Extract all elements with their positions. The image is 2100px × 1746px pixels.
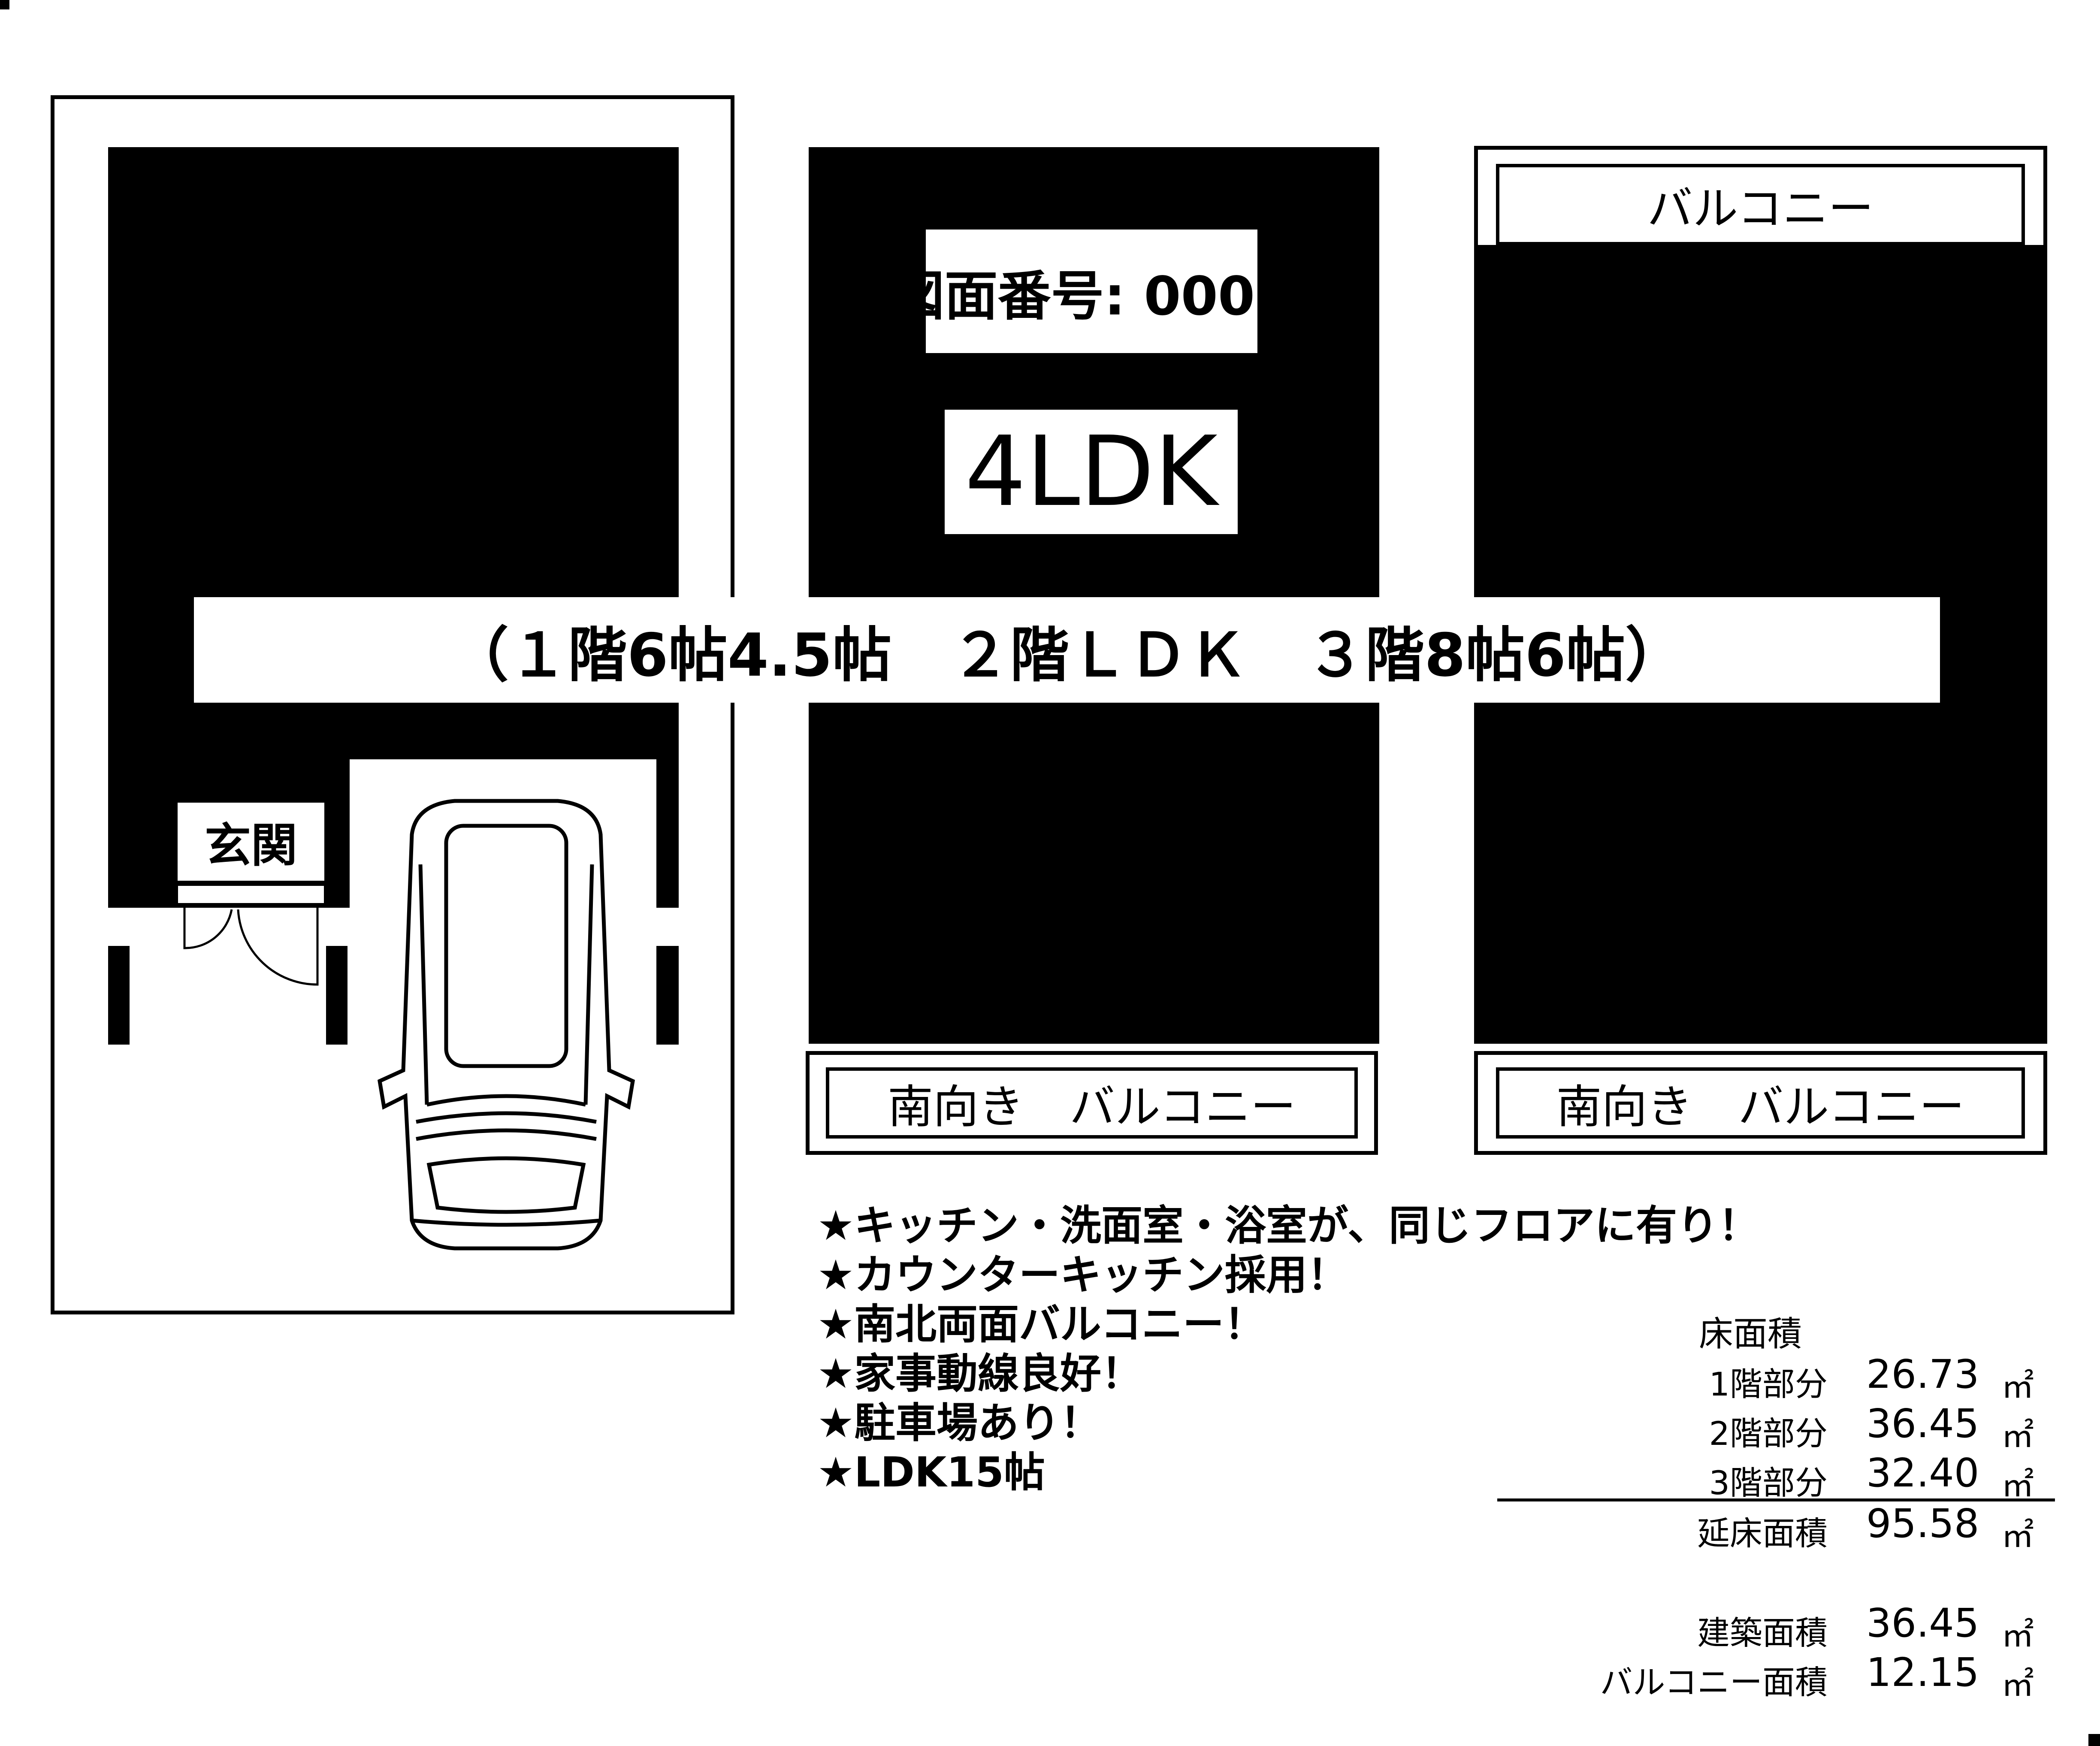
car-icon (377, 799, 635, 1251)
entrance-label: 玄関 (176, 801, 326, 882)
area-row-value: 26.73 (1866, 1351, 1979, 1397)
area-unit: ㎡ (2001, 1516, 2034, 1555)
gate-post-left (108, 946, 130, 1045)
gate-post-center (326, 946, 347, 1045)
floor-area-title: 床面積 (1699, 1314, 1802, 1354)
feature-item: ★家事動線良好！ (817, 1350, 1143, 1398)
area-row-value: 32.40 (1866, 1450, 1979, 1496)
parking-wall (656, 759, 679, 849)
area-row-value: 36.45 (1866, 1600, 1979, 1646)
feature-item: ★カウンターキッチン採用！ (817, 1251, 1349, 1299)
corner-mark-top (0, 0, 9, 9)
area-unit: ㎡ (2001, 1367, 2034, 1405)
feature-item: ★南北両面バルコニー！ (817, 1300, 1266, 1348)
area-row-value: 36.45 (1866, 1401, 1979, 1447)
area-unit: ㎡ (2001, 1616, 2034, 1654)
area-row-label: バルコニー面積 (1600, 1663, 1828, 1701)
balcony-south-3f: 南向き バルコニー (1496, 1067, 2025, 1139)
balcony-top: バルコニー (1496, 164, 2025, 245)
area-row-label: 2階部分 (1709, 1414, 1828, 1453)
area-row-label: 3階部分 (1709, 1464, 1828, 1502)
balcony-south-2f: 南向き バルコニー (826, 1067, 1358, 1139)
area-row-1f: 1階部分 26.73 ㎡ (1489, 1351, 2055, 1405)
entrance-threshold (176, 884, 326, 905)
area-unit: ㎡ (2001, 1665, 2034, 1704)
area-row-total: 延床面積 95.58 ㎡ (1489, 1501, 2055, 1555)
gate-post-right (656, 946, 679, 1045)
entrance-door-icon (183, 905, 319, 986)
feature-item: ★LDK15帖 (817, 1448, 1045, 1496)
area-row-2f: 2階部分 36.45 ㎡ (1489, 1401, 2055, 1455)
area-row-label: 建築面積 (1697, 1614, 1828, 1652)
floors-summary-banner: （１階6帖4.5帖 ２階ＬＤＫ ３階8帖6帖） (194, 597, 1940, 703)
layout-type-label: 4LDK (945, 410, 1238, 534)
area-unit: ㎡ (2001, 1417, 2034, 1455)
corner-mark-bottom (2088, 1734, 2100, 1746)
area-row-3f: 3階部分 32.40 ㎡ (1489, 1450, 2055, 1504)
total-divider (1497, 1498, 2055, 1501)
area-row-label: 1階部分 (1709, 1365, 1828, 1403)
area-row-balcony: バルコニー面積 12.15 ㎡ (1489, 1649, 2055, 1704)
plan-number-label: 図面番号: 0006 (891, 230, 1292, 353)
feature-item: ★駐車場あり！ (817, 1399, 1102, 1447)
area-row-value: 12.15 (1866, 1649, 1979, 1695)
area-row-label: 延床面積 (1697, 1514, 1828, 1553)
feature-item: ★キッチン・洗面室・浴室が、同じフロアに有り！ (817, 1202, 1760, 1250)
parking-area (350, 759, 656, 908)
area-row-value: 95.58 (1866, 1501, 1979, 1547)
area-row-building: 建築面積 36.45 ㎡ (1489, 1600, 2055, 1654)
area-unit: ㎡ (2001, 1466, 2034, 1504)
feature-list: ★キッチン・洗面室・浴室が、同じフロアに有り！ ★カウンターキッチン採用！ ★南… (817, 1201, 1759, 1497)
